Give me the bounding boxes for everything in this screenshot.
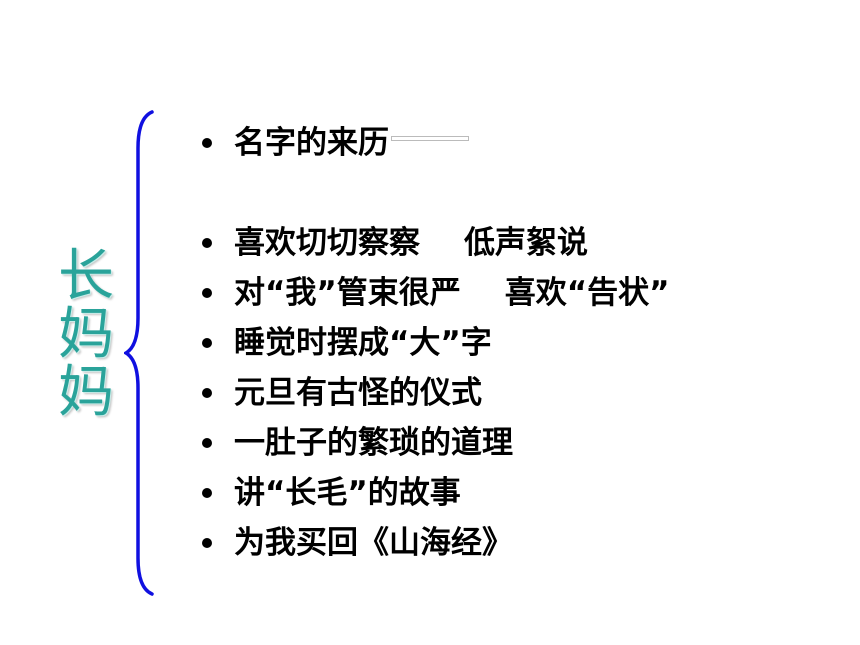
bullet-dot-icon: [202, 388, 212, 398]
blank-line: [391, 136, 469, 141]
list-item: 一肚子的繁琐的道理: [200, 418, 670, 468]
bullet-dot-icon: [202, 138, 212, 148]
bullet-dot-icon: [202, 488, 212, 498]
vertical-title: 长 妈 妈: [58, 248, 128, 422]
list-item: 元旦有古怪的仪式: [200, 368, 670, 418]
bullet-dot-icon: [202, 538, 212, 548]
item-text: 为我买回《山海经》: [234, 525, 513, 561]
item-text: 睡觉时摆成“大”字: [234, 325, 492, 361]
list-item: 对“我”管束很严 喜欢“告状”: [200, 268, 670, 318]
spacer: [200, 168, 670, 218]
curly-brace: [124, 110, 154, 596]
list-item: 名字的来历: [200, 118, 670, 168]
item-text: 对“我”管束很严: [234, 275, 461, 311]
title-char: 妈: [58, 360, 114, 425]
bullet-dot-icon: [202, 288, 212, 298]
item-text: 元旦有古怪的仪式: [234, 375, 482, 411]
bullet-dot-icon: [202, 438, 212, 448]
bullet-dot-icon: [202, 338, 212, 348]
item-text: 一肚子的繁琐的道理: [234, 425, 513, 461]
item-text: 讲“长毛”的故事: [234, 475, 461, 511]
bullet-list: 名字的来历 喜欢切切察察 低声絮说 对“我”管束很严 喜欢“告状” 睡觉时摆成“大”…: [200, 118, 670, 568]
list-item: 为我买回《山海经》: [200, 518, 670, 568]
list-item: 喜欢切切察察 低声絮说: [200, 218, 670, 268]
item-text: 喜欢切切察察: [234, 225, 420, 261]
title-char: 妈: [58, 302, 114, 367]
bullet-dot-icon: [202, 238, 212, 248]
item-text: 名字的来历: [234, 125, 389, 161]
item-extra-text: 低声絮说: [464, 225, 588, 261]
list-item: 睡觉时摆成“大”字: [200, 318, 670, 368]
item-extra-text: 喜欢“告状”: [504, 275, 670, 311]
title-char: 长: [58, 244, 114, 309]
list-item: 讲“长毛”的故事: [200, 468, 670, 518]
